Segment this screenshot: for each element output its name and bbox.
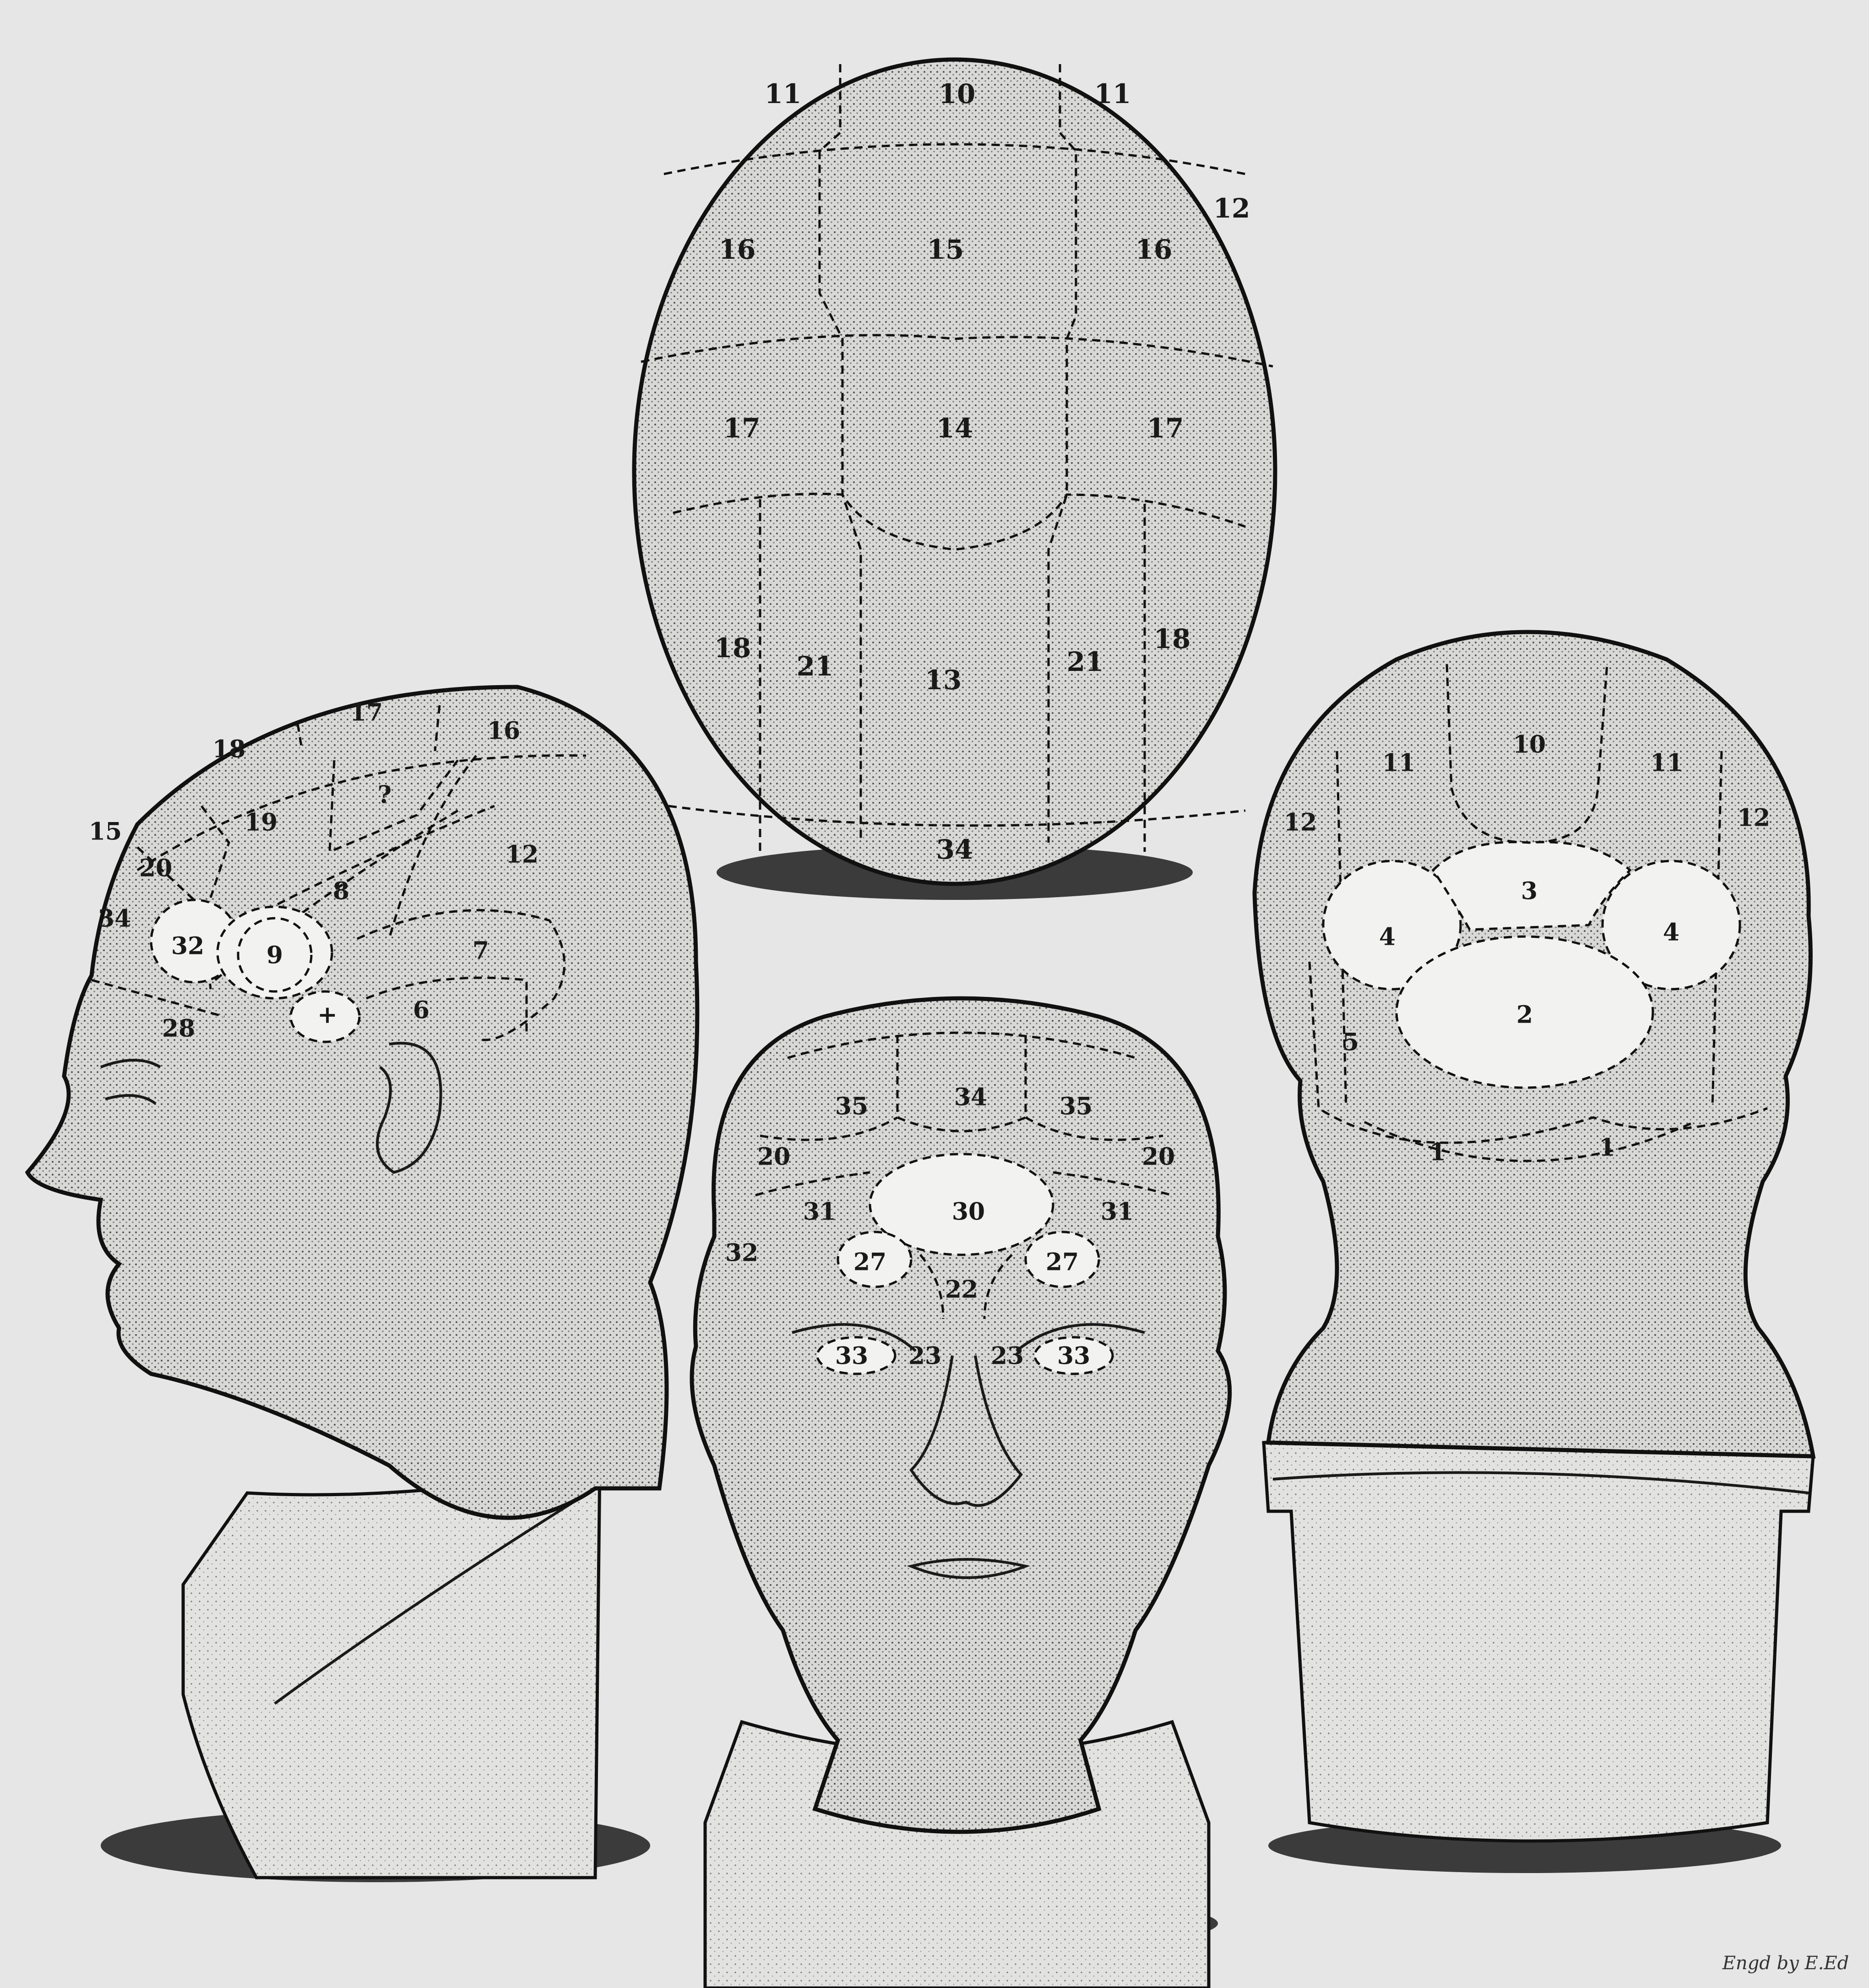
back-view-head [1255,632,1813,1873]
side-label: 18 [212,735,245,763]
top-label: 21 [1067,646,1104,677]
side-label: 15 [89,818,122,846]
back-label: 4 [1663,919,1679,947]
side-label: 28 [162,1015,195,1043]
top-label: 15 [927,234,964,265]
front-label: 27 [1046,1248,1079,1276]
side-label: 17 [350,699,383,727]
side-label: 7 [473,937,489,965]
back-label: 2 [1516,1001,1533,1029]
front-label: 33 [835,1342,868,1370]
top-label: 14 [936,413,973,444]
front-label: 35 [1059,1093,1092,1121]
back-label: 12 [1737,804,1770,832]
top-label: 11 [765,78,802,109]
back-label: 1 [1599,1134,1615,1162]
engraver-credit: Engd by E.Ed [1722,1953,1849,1974]
front-label: 31 [803,1198,836,1226]
top-label: 17 [1147,413,1184,444]
front-label: 31 [1101,1198,1134,1226]
top-view-head [634,60,1275,900]
side-label: 16 [487,717,520,745]
back-label: 5 [1342,1029,1359,1057]
side-label: ? [378,781,391,809]
front-label: 34 [954,1084,987,1111]
front-label: 32 [725,1239,758,1267]
top-label: 18 [714,632,751,664]
back-label: 11 [1382,749,1415,777]
front-label: 27 [853,1248,886,1276]
side-view-head [27,687,697,1882]
front-label: 35 [835,1093,868,1121]
back-label: 12 [1284,809,1317,837]
top-label: 16 [719,234,756,265]
back-label: 3 [1521,877,1538,905]
side-label: 19 [244,809,277,837]
side-label: + [317,1001,337,1029]
top-label: 16 [1136,234,1173,265]
top-label: 34 [936,834,973,865]
top-label: 21 [797,651,834,682]
side-label: 32 [171,932,204,960]
top-label: 11 [1094,78,1131,109]
front-label: 20 [757,1143,790,1171]
front-label: 20 [1142,1143,1175,1171]
front-label: 23 [908,1342,941,1370]
top-label: 18 [1154,623,1191,654]
back-label: 11 [1650,749,1683,777]
top-label: 12 [1213,193,1250,224]
front-label: 23 [991,1342,1024,1370]
top-label: 10 [939,78,976,109]
top-label: 17 [723,413,761,444]
top-label: 13 [925,664,962,696]
side-label: 12 [505,841,538,869]
front-label: 30 [952,1198,985,1226]
back-label: 1 [1429,1138,1446,1166]
front-label: 22 [945,1276,978,1304]
side-label: 34 [98,905,131,933]
side-label: 6 [413,997,429,1024]
back-label: 10 [1513,731,1546,759]
back-label: 4 [1379,923,1396,951]
front-label: 33 [1057,1342,1090,1370]
side-label: 8 [333,877,349,905]
side-label: 9 [266,942,283,969]
side-label: 20 [139,855,172,882]
